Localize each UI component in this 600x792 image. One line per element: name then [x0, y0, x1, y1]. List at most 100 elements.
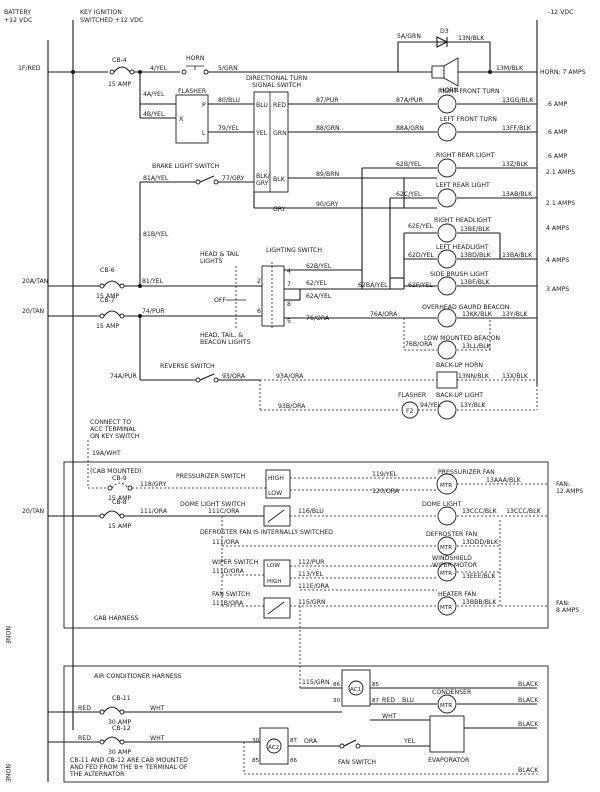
wire-13ddd: 13DDD/BLK [462, 539, 499, 546]
ac1-label: AC1 [350, 687, 362, 693]
power-rails [47, 20, 538, 782]
wire-62b: 62B/YEL [396, 161, 422, 168]
headlight-circuit [403, 232, 537, 289]
wire-yel: YEL [403, 738, 416, 745]
cb12-name: CB-12 [112, 725, 131, 732]
ground-rail-label: -12 VDC [548, 9, 573, 16]
wire-62c: 62C/YEL [396, 191, 422, 198]
dir-switch-label-1: DIRECTIONAL TURN [246, 75, 307, 82]
ac1-pin-30: 30 [333, 698, 341, 704]
wire-87a: 87A/PUR [396, 97, 423, 104]
fan-note-2b: 8 AMPS [556, 607, 579, 614]
wire-4: 4/YEL [150, 65, 168, 72]
wire-20a: 20A/TAN [22, 278, 49, 285]
cab-harness-label: CAB HARNESS [94, 615, 138, 622]
ac2-pin-86: 86 [290, 758, 298, 764]
amp-note-2: .6 AMP [546, 129, 567, 136]
flasher-term-x: X [179, 116, 184, 123]
cb4-name: CB-4 [112, 57, 127, 64]
amp-note-8: 3 AMPS [546, 286, 569, 293]
dir-term-blu: BLU [256, 102, 268, 109]
dome-switch-label: DOME LIGHT SWITCH [180, 501, 246, 508]
wire-81b: 81B/YEL [143, 231, 169, 238]
connect-label-1: CONNECT TO [90, 419, 131, 426]
defrost-mtr: MTR [440, 545, 452, 551]
condenser-label: CONDENSER [432, 689, 472, 696]
wire-wht-2: WHT [150, 735, 165, 742]
wire-red-1: RED [78, 705, 91, 712]
flasher2-label: FLASHER [398, 392, 427, 399]
brake-switch-label: BRAKE LIGHT SWITCH [152, 163, 220, 170]
fan-note-1a: FAN: [556, 481, 570, 488]
ac1-pin-87: 87 [372, 698, 380, 704]
wire-111b: 111B/ORA [212, 600, 244, 607]
cb7-name: CB-7 [100, 297, 115, 304]
amp-note-6: 4 AMPS [546, 225, 569, 232]
sw-term-4: 4 [287, 268, 291, 275]
brake-circuit [139, 175, 254, 278]
heater-mtr: MTR [440, 605, 452, 611]
wire-94: 94/YEL [420, 402, 442, 409]
head-tail-label-1: HEAD & TAIL [200, 251, 240, 258]
wire-13nn: 13NN/BLK [458, 373, 490, 380]
wire-93b: 93B/ORA [278, 403, 306, 410]
sw-term-8: 8 [287, 301, 291, 308]
wire-62ba: 62BA/YEL [358, 282, 388, 289]
wire-87: 87/PUR [316, 97, 339, 104]
head-tail-beacon-2: BEACON LIGHTS [200, 339, 251, 346]
reverse-switch-label: REVERSE SWITCH [160, 363, 215, 370]
wire-19a: 19A/WHT [92, 450, 121, 457]
cb11-name: CB-11 [112, 695, 131, 702]
horn-switch-label: HORN [186, 55, 205, 62]
wire-81: 81/YEL [142, 278, 164, 285]
wire-79: 79/YEL [218, 125, 240, 132]
sw-term-2: 2 [257, 278, 261, 285]
wire-62: 62/YEL [306, 280, 328, 287]
wiper-switch-label: WIPER SWITCH [212, 559, 258, 566]
wire-13bf: 13BF/BLK [460, 279, 490, 286]
wire-black-3: BLACK [518, 721, 539, 728]
wire-black-4: BLACK [518, 767, 539, 774]
none-label-1: NONE [4, 626, 11, 644]
sw-term-6: 6 [257, 308, 261, 315]
wire-113: 113/YEL [298, 571, 324, 578]
wire-black-2: BLACK [518, 697, 539, 704]
wire-74: 74/PUR [142, 308, 165, 315]
wire-93: 93/ORA [222, 373, 246, 380]
amp-note-7: 4 AMPS [546, 257, 569, 264]
wire-62a: 62A/YEL [306, 293, 332, 300]
wire-74a: 74A/PUR [110, 373, 137, 380]
wire-20-tan-cab: 20/TAN [22, 508, 44, 515]
cb7-rating: 15 AMP [96, 323, 119, 330]
key-switched-label: SWITCHED +12 VDC [80, 17, 143, 24]
lf-turn-label: LEFT FRONT TURN [440, 116, 497, 123]
defrost-note: DEFROSTER FAN IS INTERNALLY SWITCHED [200, 529, 333, 536]
cb-note-2: AND FED FROM THE B+ TERMINAL OF [70, 764, 188, 771]
horn-amps-note: HORN: 7 AMPS [540, 69, 586, 76]
wire-13bbb: 13BBB/BLK [462, 599, 497, 606]
wiper-mtr: MTR [440, 571, 452, 577]
side-brush-label: SIDE BRUSH LIGHT [430, 271, 489, 278]
wire-13bd: 13BD/BLK [460, 252, 492, 259]
wire-13aaa: 13AAA/BLK [486, 477, 522, 484]
turn-signal-circuit [138, 70, 537, 289]
cb12-rating: 30 AMP [108, 749, 131, 756]
ac2-pin-30: 30 [252, 738, 260, 744]
wire-76a: 76A/ORA [370, 311, 398, 318]
cb9-note: (CAB MOUNTED) [90, 468, 141, 475]
wiper-motor-label-1: WINDSHIELD [432, 555, 472, 562]
wire-90: 90/GRY [316, 201, 339, 208]
wire-13ff: 13FF/BLK [502, 125, 532, 132]
ac-harness-box [63, 665, 549, 783]
flasher-term-l: L [202, 130, 206, 137]
ac1-pin-85: 85 [372, 682, 380, 688]
none-label-2: NONE [4, 764, 11, 782]
dir-term-blk-gry-1: BLK/ [256, 173, 271, 180]
wire-13kk: 13KK/BLK [462, 311, 493, 318]
lamps-upper [437, 94, 457, 360]
wiper-low: LOW [267, 563, 280, 569]
amp-note-3: .6 AMP [546, 153, 567, 160]
wire-1f: 1F/RED [18, 65, 41, 72]
rf-turn-label: RIGHT FRONT TURN [438, 88, 500, 95]
wire-13n: 13N/BLK [458, 35, 485, 42]
